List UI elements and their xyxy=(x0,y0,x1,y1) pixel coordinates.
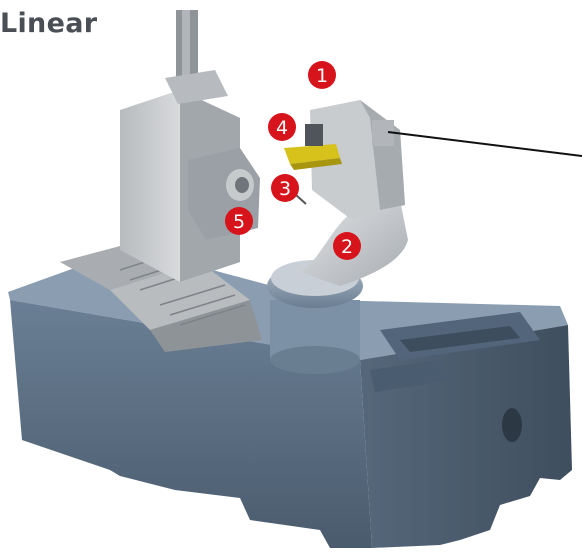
rotary-table-pedestal-bottom xyxy=(270,346,360,374)
svg-text:2: 2 xyxy=(341,236,353,258)
svg-text:1: 1 xyxy=(316,65,328,87)
callout-marker-5: 5 xyxy=(225,207,253,235)
chip-tray-lower xyxy=(370,360,450,392)
tool-tip xyxy=(295,194,307,205)
arm-mount-plate xyxy=(372,120,394,146)
spindle-column xyxy=(120,10,260,282)
spindle-nose-inner xyxy=(235,177,249,193)
chip-tray-right-inner xyxy=(400,326,520,352)
svg-text:3: 3 xyxy=(279,178,291,200)
base-side-bore xyxy=(502,408,522,442)
fixture-bar-shadow xyxy=(290,158,342,170)
callout-marker-2: 2 xyxy=(333,232,361,260)
svg-text:4: 4 xyxy=(276,117,288,139)
workpiece-fixture xyxy=(284,124,342,205)
fixture-bar xyxy=(284,144,340,164)
bellows-cover-right xyxy=(150,300,262,352)
callout-marker-3: 3 xyxy=(271,174,299,202)
callout-marker-4: 4 xyxy=(268,113,296,141)
page-heading: Linear xyxy=(0,8,98,39)
fixture-clamp xyxy=(305,124,323,146)
column-cap xyxy=(165,70,228,104)
bellows-cover-front xyxy=(110,262,250,330)
rotary-table xyxy=(267,260,363,374)
callout-marker-1: 1 xyxy=(308,61,336,89)
column-top-motor-highlight xyxy=(182,10,190,82)
base-side-face xyxy=(360,325,572,548)
callout-leader-line xyxy=(387,131,582,157)
svg-text:5: 5 xyxy=(233,211,245,233)
